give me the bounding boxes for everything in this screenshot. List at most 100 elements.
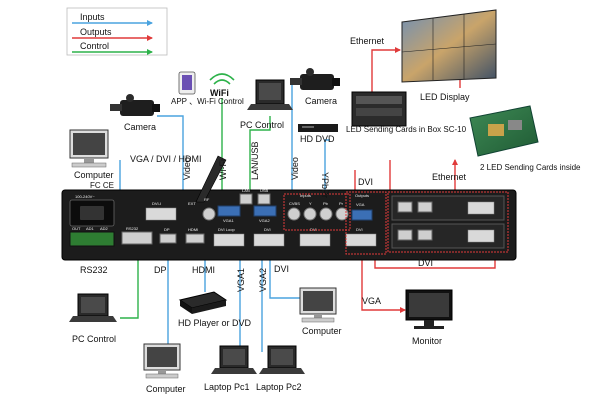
pc-control-lan-line bbox=[247, 116, 271, 201]
rs232-panel-label: RS232 bbox=[126, 226, 139, 231]
legend: Inputs Outputs Control bbox=[66, 7, 168, 56]
hdmi-port bbox=[185, 233, 205, 244]
sending-card-2-dvi bbox=[467, 229, 495, 243]
dvi-loop-label: DVI Loop bbox=[218, 227, 235, 232]
ext-label: EXT bbox=[188, 201, 196, 206]
computer-dvi-line bbox=[267, 243, 300, 299]
hd-player-label: HD Player or DVD bbox=[178, 318, 252, 328]
legend-outputs-label: Outputs bbox=[80, 27, 112, 37]
app-wifi-label: APP 、Wi-Fi Control bbox=[171, 97, 244, 106]
computer-mid-icon bbox=[299, 287, 337, 323]
laptop-pc1-label: Laptop Pc1 bbox=[204, 382, 250, 392]
vga-dvi-hdmi-label: VGA / DVI / HDMI bbox=[130, 154, 202, 164]
rs232-port bbox=[121, 231, 153, 245]
dvi-in2-port bbox=[253, 233, 285, 247]
dp-panel-label: DP bbox=[164, 227, 170, 232]
rf-label: RF bbox=[204, 197, 210, 202]
laptop-pc2-label: Laptop Pc2 bbox=[256, 382, 302, 392]
y-label: Y bbox=[309, 201, 312, 206]
dvi-out1-port bbox=[299, 233, 331, 247]
vga1-port bbox=[217, 205, 241, 217]
led-display-label: LED Display bbox=[420, 92, 470, 102]
pr-port bbox=[335, 207, 349, 221]
hd-player-icon bbox=[178, 291, 228, 314]
pc-control-bottom-label: PC Control bbox=[72, 334, 116, 344]
hdmi-panel-label: HDMI bbox=[188, 227, 198, 232]
ad2-label: AD2 bbox=[100, 226, 109, 231]
cvbs-port bbox=[287, 207, 301, 221]
ad1-label: AD1 bbox=[86, 226, 95, 231]
camera-left-label: Camera bbox=[124, 122, 156, 132]
camera-left-icon bbox=[110, 94, 160, 116]
ethernet-right-label: Ethernet bbox=[432, 172, 467, 182]
terminal-block bbox=[69, 231, 115, 247]
lan-panel-label: LAN bbox=[242, 188, 250, 193]
vga1-panel-label: VGA1 bbox=[223, 218, 234, 223]
dvi-in-port bbox=[145, 207, 177, 221]
outputs-highlight bbox=[345, 191, 387, 255]
hd-dvd-label: HD DVD bbox=[300, 134, 335, 144]
laptop-top-icon bbox=[247, 79, 293, 110]
power-socket-slot bbox=[80, 206, 104, 220]
lan-port bbox=[239, 193, 253, 205]
monitor-icon bbox=[405, 289, 453, 329]
led-display-icon bbox=[401, 9, 497, 83]
video-processor-rear-panel: 100-240V~ DVI-I EXT RF VGA1 LAN USB VGA2… bbox=[61, 155, 517, 261]
outputs-panel-label: Outputs bbox=[355, 193, 369, 198]
legend-box bbox=[66, 7, 168, 56]
dvi2-panel-label: DVI bbox=[264, 227, 271, 232]
dvi-loop-port bbox=[213, 233, 245, 247]
computer-left-label: Computer bbox=[74, 170, 114, 180]
ethernet-top-label: Ethernet bbox=[350, 36, 385, 46]
sending-card-1-eth-a bbox=[397, 201, 413, 213]
computer-left-icon bbox=[69, 129, 109, 168]
lan-usb-label: LAN/USB bbox=[250, 141, 260, 180]
app-icon bbox=[178, 71, 196, 95]
camera-right-label: Camera bbox=[305, 96, 337, 106]
antenna-icon bbox=[195, 155, 227, 203]
cvbs-label: CVBS bbox=[289, 201, 300, 206]
sending-card-2-eth-b bbox=[417, 229, 433, 241]
out-label: OUT bbox=[72, 226, 81, 231]
vga-monitor-label: VGA bbox=[362, 296, 381, 306]
vga-out-port bbox=[351, 209, 373, 221]
laptop-pc1-icon bbox=[211, 345, 257, 374]
vga2-port bbox=[253, 205, 277, 217]
dvi-out2-label: DVI bbox=[356, 227, 363, 232]
camera-right-icon bbox=[290, 68, 340, 90]
camera-left-video-line bbox=[157, 115, 186, 201]
wifi-logo-icon bbox=[209, 73, 235, 85]
vga2-label: VGA2 bbox=[258, 268, 268, 292]
pb-port bbox=[319, 207, 333, 221]
power-label: 100-240V~ bbox=[75, 194, 95, 199]
laptop-pc2-icon bbox=[259, 345, 305, 374]
vga-dvi-hdmi-text: VGA / DVI / HDMI bbox=[130, 154, 202, 164]
wifi-vertical-label: Wi-Fi bbox=[218, 159, 228, 180]
pc-control-rs232-line bbox=[120, 245, 141, 319]
dvi-bottom-label: DVI bbox=[274, 264, 289, 274]
hdmi-label: HDMI bbox=[192, 265, 215, 275]
certification-marks: FC CE bbox=[90, 181, 114, 190]
dp-port bbox=[159, 233, 177, 244]
hd-dvd-ypbpr-line bbox=[322, 139, 330, 211]
video-right-label: Video bbox=[290, 157, 300, 180]
pb-label: Pb bbox=[323, 201, 329, 206]
video-left-label: Video bbox=[182, 157, 192, 180]
dvi-out2-port bbox=[345, 233, 377, 247]
dp-label: DP bbox=[154, 265, 167, 275]
vga-out-label: VGA bbox=[356, 202, 365, 207]
monitor-label: Monitor bbox=[412, 336, 442, 346]
rf-port bbox=[202, 207, 216, 221]
pc-control-top-label: PC Control bbox=[240, 120, 284, 130]
hd-dvd-icon bbox=[298, 124, 338, 132]
sending-card-1-eth-b bbox=[417, 201, 433, 213]
led-box-label: LED Sending Cards in Box SC-10 bbox=[346, 125, 467, 134]
sending-card-2-eth-a bbox=[397, 229, 413, 241]
sending-card-1-dvi bbox=[467, 201, 495, 215]
vga1-label: VGA1 bbox=[236, 268, 246, 292]
dvi-in-label: DVI-I bbox=[152, 201, 161, 206]
pr-label: Pr bbox=[339, 201, 344, 206]
usb-panel-label: USB bbox=[260, 188, 269, 193]
wifi-logo-text: WiFi bbox=[210, 88, 229, 98]
